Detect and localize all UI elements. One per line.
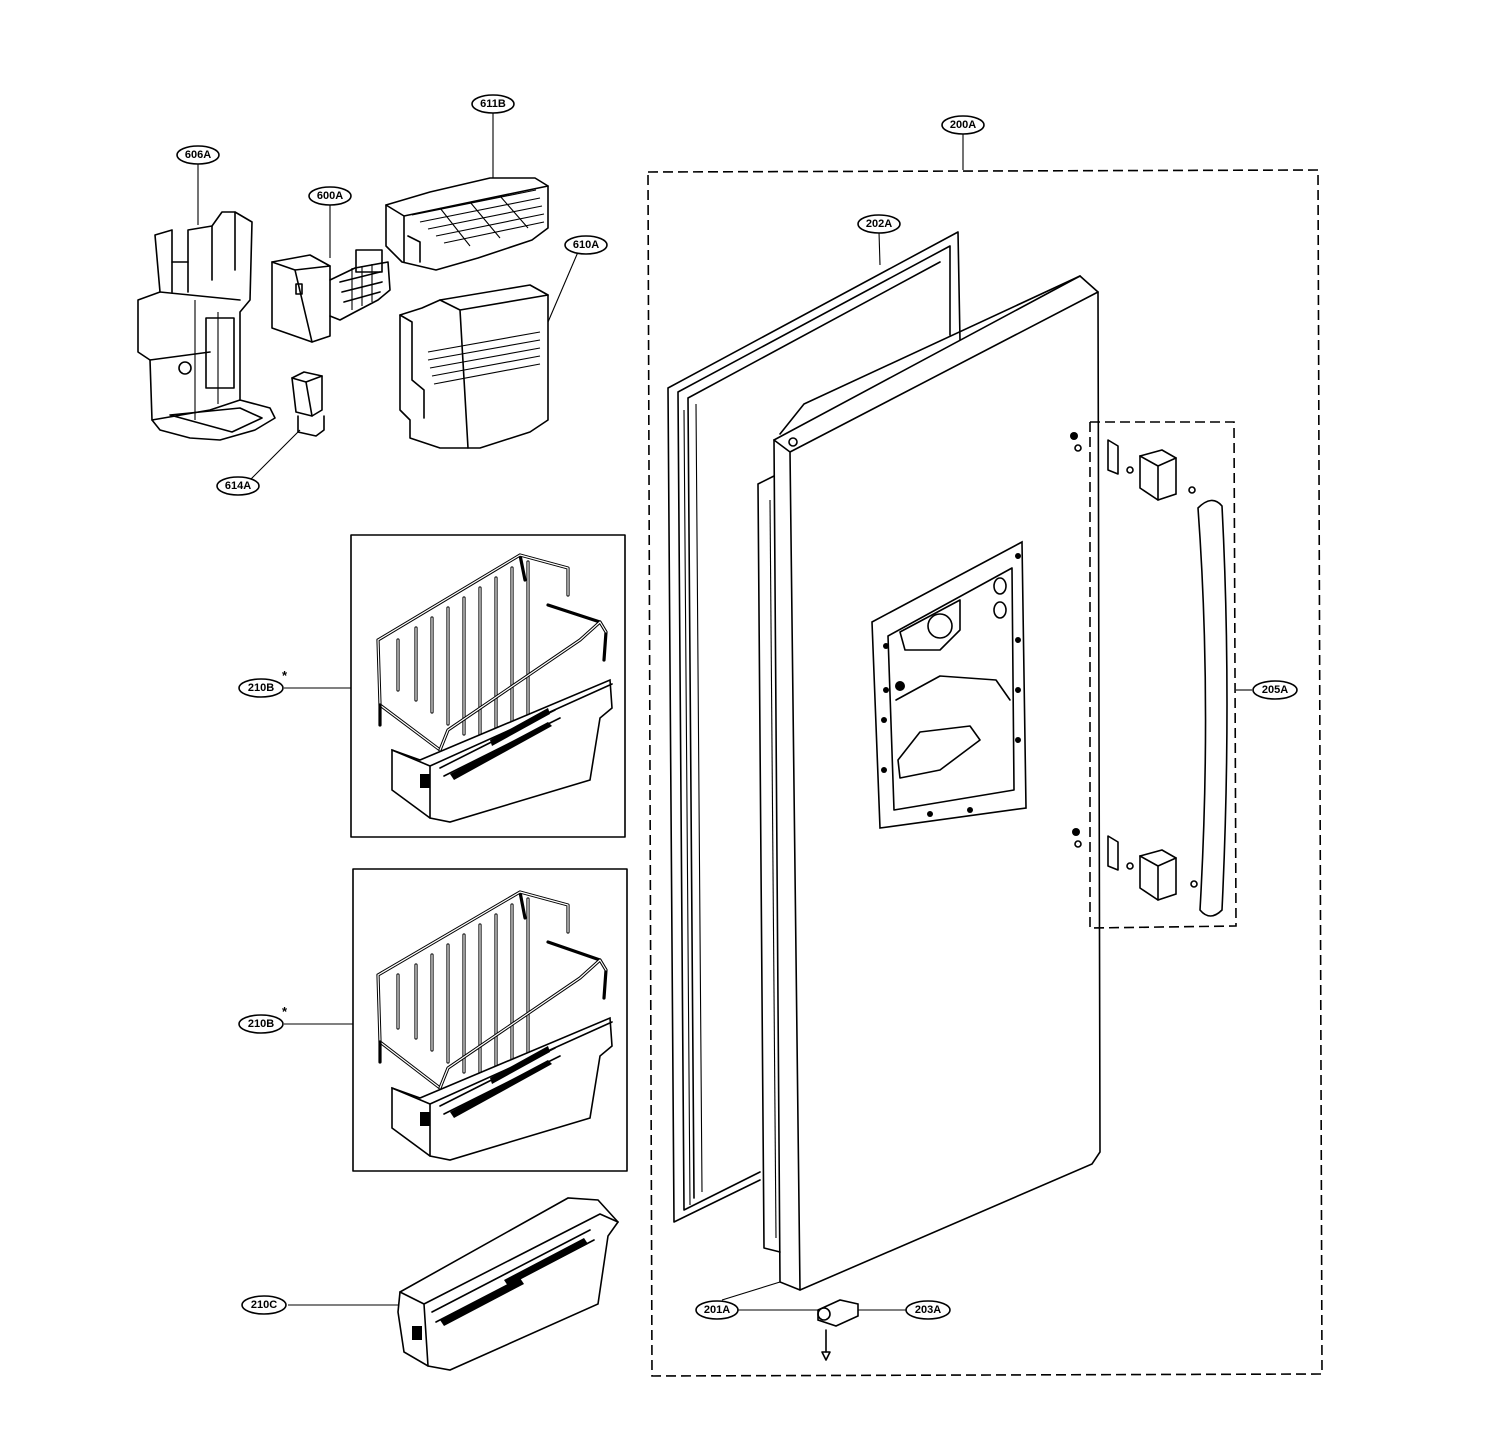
label-203A: 203A [915,1304,941,1316]
callout-200A: 200A [941,115,985,135]
part-600A-icemaker [271,249,391,343]
asterisk-210B-bottom: * [282,1004,288,1019]
bin-box-top [350,534,626,838]
label-210C: 210C [251,1299,277,1311]
label-200A: 200A [950,119,976,131]
callout-606A: 606A [176,145,220,165]
label-614A: 614A [225,480,251,492]
part-210C-bin [397,1197,620,1371]
callout-202A: 202A [857,214,901,234]
callout-205A: 205A [1252,680,1298,700]
bin-box-bottom [352,868,628,1172]
label-210B-top: 210B [248,682,274,694]
part-614A-switch [291,371,325,437]
label-202A: 202A [866,218,892,230]
callout-210C: 210C [241,1295,287,1315]
callout-611B: 611B [471,94,515,114]
leader-lines [197,112,1252,1311]
part-210B-wire-bin-top [376,553,613,823]
part-205A-handle-group [1070,421,1237,929]
callout-203A: 203A [905,1300,951,1320]
label-610A: 610A [573,239,599,251]
callout-610A: 610A [564,235,608,255]
callout-210B-top: 210B * [238,668,288,698]
label-600A: 600A [317,190,343,202]
callout-210B-bottom: 210B * [238,1004,288,1034]
label-611B: 611B [480,98,506,110]
label-205A: 205A [1262,684,1288,696]
callout-614A: 614A [216,476,260,496]
part-202A-gasket [667,231,961,1223]
callout-201A: 201A [695,1300,739,1320]
part-611B-cover [385,177,549,271]
door-assembly-dashed-frame [647,169,1323,1377]
label-201A: 201A [704,1304,730,1316]
part-203A-hinge [817,1299,859,1361]
label-606A: 606A [185,149,211,161]
asterisk-210B-top: * [282,668,288,683]
part-610A-bucket [399,284,549,449]
door-panel [757,275,1101,1291]
label-210B-bottom: 210B [248,1018,274,1030]
callout-600A: 600A [308,186,352,206]
part-210B-wire-bin-bottom [376,890,613,1161]
part-606A-bracket [137,211,276,441]
